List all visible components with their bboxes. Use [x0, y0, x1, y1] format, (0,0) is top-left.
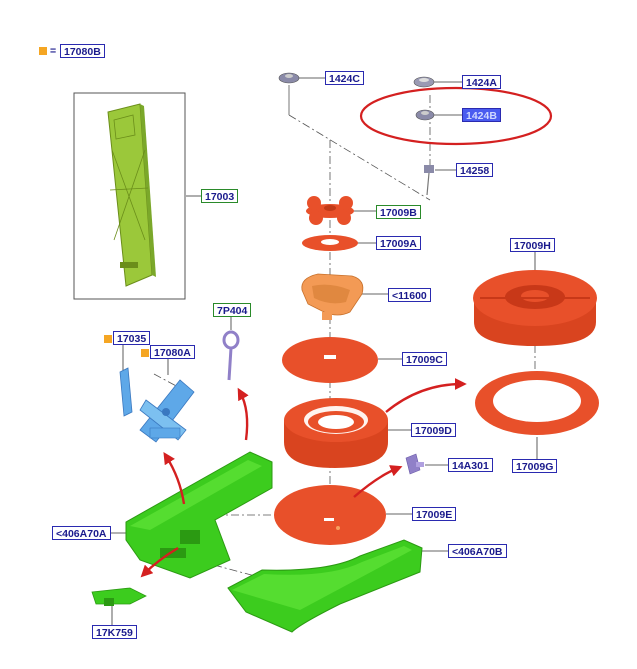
leader-lines	[108, 77, 538, 625]
label-1424A[interactable]: 1424A	[462, 75, 501, 89]
part-17009B	[306, 196, 354, 225]
part-406A70B	[227, 539, 423, 633]
part-1424B	[415, 109, 435, 121]
part-17009E	[274, 485, 386, 545]
label-17K759[interactable]: 17K759	[92, 625, 137, 639]
label-17009H[interactable]: 17009H	[510, 238, 555, 252]
part-1424C	[278, 72, 300, 84]
label-17009B[interactable]: 17009B	[376, 205, 421, 219]
label-14A301[interactable]: 14A301	[448, 458, 493, 472]
legend-equals: =	[50, 45, 57, 57]
part-1424A	[413, 76, 435, 88]
part-17009C	[282, 337, 378, 383]
part-14258	[424, 165, 434, 196]
label-7P404[interactable]: 7P404	[213, 303, 252, 317]
marker-17035-icon	[104, 335, 112, 343]
marker-17080A-icon	[141, 349, 149, 357]
legend-part-label[interactable]: 17080B	[60, 44, 105, 58]
legend-marker-icon	[39, 47, 47, 55]
label-17009A[interactable]: 17009A	[376, 236, 421, 250]
label-406A70A[interactable]: <406A70A	[52, 526, 111, 540]
label-1424B[interactable]: 1424B	[462, 108, 501, 122]
part-7P404	[222, 330, 240, 381]
part-17009H	[473, 270, 597, 346]
part-17009D	[284, 398, 388, 468]
label-17009G[interactable]: 17009G	[512, 459, 558, 473]
label-17009D[interactable]: 17009D	[411, 423, 456, 437]
label-17035[interactable]: 17035	[113, 331, 151, 345]
label-17080A[interactable]: 17080A	[150, 345, 195, 359]
part-17K759	[91, 587, 147, 606]
part-17080A	[139, 379, 195, 443]
label-17003[interactable]: 17003	[201, 189, 239, 203]
part-17003-plate	[107, 103, 156, 287]
label-17009C[interactable]: 17009C	[402, 352, 447, 366]
part-406A70A	[125, 451, 273, 579]
part-17009G	[475, 371, 599, 435]
label-1424C[interactable]: 1424C	[325, 71, 364, 85]
label-17009E[interactable]: 17009E	[412, 507, 457, 521]
part-17035	[119, 367, 133, 417]
part-11600	[301, 273, 364, 320]
highlight-ellipse	[359, 86, 553, 146]
label-11600[interactable]: <11600	[388, 288, 431, 302]
label-14258[interactable]: 14258	[456, 163, 494, 177]
part-14A301	[405, 453, 424, 475]
direction-arrows	[140, 378, 467, 578]
part-17009A	[302, 235, 358, 251]
label-406A70B[interactable]: <406A70B	[448, 544, 507, 558]
